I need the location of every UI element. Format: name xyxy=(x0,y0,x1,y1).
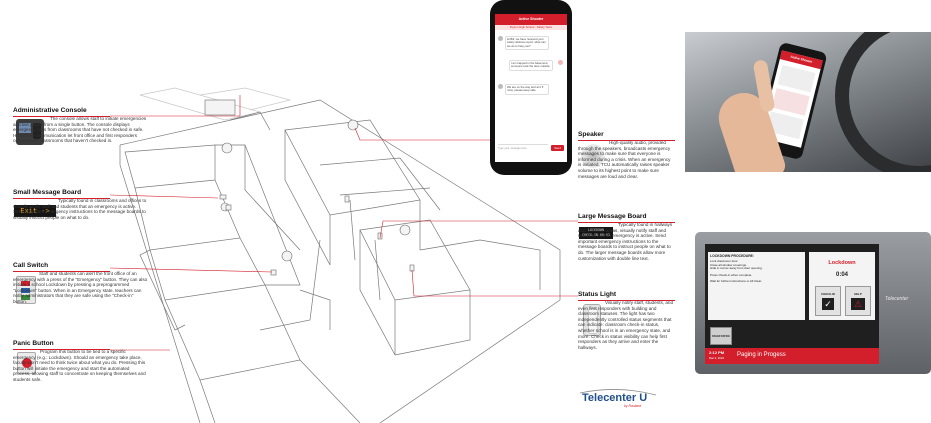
procedure-panel: LOCKDOWN PROCEDURE: Lock classroom door.… xyxy=(708,252,805,320)
section-rule xyxy=(578,300,675,301)
chat-message: I am trapped in the basement, someone to… xyxy=(509,60,553,71)
console-footer-text: Paging in Progess xyxy=(737,352,786,358)
speaker-section: Speaker High-quality audio, provided thr… xyxy=(578,131,673,179)
section-body: Staff and students can alert the front o… xyxy=(13,271,148,304)
chat-message: Hi Bill, we have received your safety di… xyxy=(505,36,549,51)
section-body: Typically found in classrooms and office… xyxy=(13,198,147,220)
section-title: Administrative Console xyxy=(13,107,87,114)
status-light-image xyxy=(583,304,601,336)
avatar xyxy=(558,60,563,65)
procedure-line: Close all window coverings. xyxy=(710,262,747,267)
admin-console-image xyxy=(16,119,44,145)
console-brand: Telecenter xyxy=(885,296,909,302)
logo-swoosh-icon xyxy=(579,389,657,396)
procedure-line: Wait for further instructions or All Cle… xyxy=(710,279,762,284)
section-rule xyxy=(13,349,110,350)
phone-header: Active Shooter xyxy=(495,14,567,25)
steering-wheel xyxy=(835,32,931,172)
procedure-line: Lock classroom door. xyxy=(710,259,739,263)
avatar xyxy=(498,36,503,41)
section-body: High-quality audio, provided through the… xyxy=(578,140,671,179)
mobile-app-photo: Active Shooter xyxy=(685,32,931,172)
board-line: LOCKDOWN xyxy=(588,228,604,232)
procedure-line: Press Check-in when complete. xyxy=(710,272,753,277)
pager-office-button[interactable]: PAGER OFFICE xyxy=(710,327,732,345)
help-label: HELP xyxy=(854,292,862,296)
section-body: Visually notify staff, students, and eve… xyxy=(578,300,674,350)
section-title: Speaker xyxy=(578,131,604,138)
help-button[interactable]: HELP ⚠ xyxy=(845,286,871,316)
school-floor-plan xyxy=(110,87,578,423)
chat-message: We are on the way and at it 5 mins, plea… xyxy=(505,84,549,95)
section-title: Status Light xyxy=(578,291,617,298)
section-body: Typically found in hallways and common a… xyxy=(578,222,673,261)
section-title: Call Switch xyxy=(13,262,49,269)
message-input[interactable]: Type your message here xyxy=(498,144,548,153)
procedure-title: LOCKDOWN PROCEDURE: xyxy=(710,254,755,258)
section-title: Large Message Board xyxy=(578,213,647,220)
console-date: Mar 4, 2024 xyxy=(709,356,724,360)
section-rule xyxy=(578,140,675,141)
small-message-board-section: Small Message Board Exit -> Typically fo… xyxy=(13,189,148,220)
send-button[interactable]: Send xyxy=(551,145,564,151)
call-switch-image xyxy=(16,276,36,304)
section-title: Small Message Board xyxy=(13,189,82,196)
small-message-board-image: Exit -> xyxy=(14,205,56,217)
section-body: Program this button to be tied to a spec… xyxy=(13,349,146,382)
telecenter-u-logo: Telecenter U by Rauland xyxy=(578,387,658,411)
pager-office-label: PAGER OFFICE xyxy=(712,334,730,338)
status-timer: 0:04 xyxy=(835,272,848,278)
large-message-board-section: Large Message Board LOCKDOWN CHECK-IN 08… xyxy=(578,213,673,261)
section-body: The console allows staff to initiate eme… xyxy=(13,116,147,144)
call-switch-section: Call Switch Staff and students can alert… xyxy=(13,262,148,304)
logo-name: Telecenter U xyxy=(582,392,648,404)
admin-console-section: Administrative Console The console allow… xyxy=(13,107,148,145)
checkin-label: CHECK-IN xyxy=(821,292,835,296)
large-message-board-image: LOCKDOWN CHECK-IN 08:03 xyxy=(579,227,613,239)
console-footer: 2:12 PM Mar 4, 2024 Paging in Progess xyxy=(705,348,879,364)
procedure-line: Hide in corner away from door opening. xyxy=(710,266,763,271)
status-light-section: Status Light Visually notify staff, stud… xyxy=(578,291,673,350)
logo-byline: by Rauland xyxy=(624,404,642,408)
section-rule xyxy=(13,198,110,199)
board-line: CHECK-IN 08:03 xyxy=(582,232,610,237)
avatar xyxy=(498,84,503,89)
speaker-image xyxy=(581,144,605,168)
phone-screen: Active Shooter Peyton High School - Safe… xyxy=(495,14,567,162)
phone-subheader: Peyton High School - Safety Team xyxy=(495,25,567,30)
console-screen: LOCKDOWN PROCEDURE: Lock classroom door.… xyxy=(705,244,879,364)
warning-icon: ⚠ xyxy=(851,298,865,310)
panic-button-section: Panic Button Program this button to be t… xyxy=(13,340,148,382)
section-rule xyxy=(13,271,110,272)
section-rule xyxy=(13,116,110,117)
checkin-button[interactable]: CHECK-IN ✓ xyxy=(815,286,841,316)
section-rule xyxy=(578,222,675,223)
smartphone: Active Shooter Peyton High School - Safe… xyxy=(490,0,572,175)
checkmark-icon: ✓ xyxy=(822,298,834,310)
section-title: Panic Button xyxy=(13,340,54,347)
status-label: Lockdown xyxy=(828,260,856,266)
panic-button-image xyxy=(17,352,36,374)
status-panel: Lockdown 0:04 CHECK-IN ✓ HELP ⚠ xyxy=(809,252,875,320)
telecenter-console-device: LOCKDOWN PROCEDURE: Lock classroom door.… xyxy=(695,232,931,374)
console-time: 2:12 PM xyxy=(709,350,725,355)
